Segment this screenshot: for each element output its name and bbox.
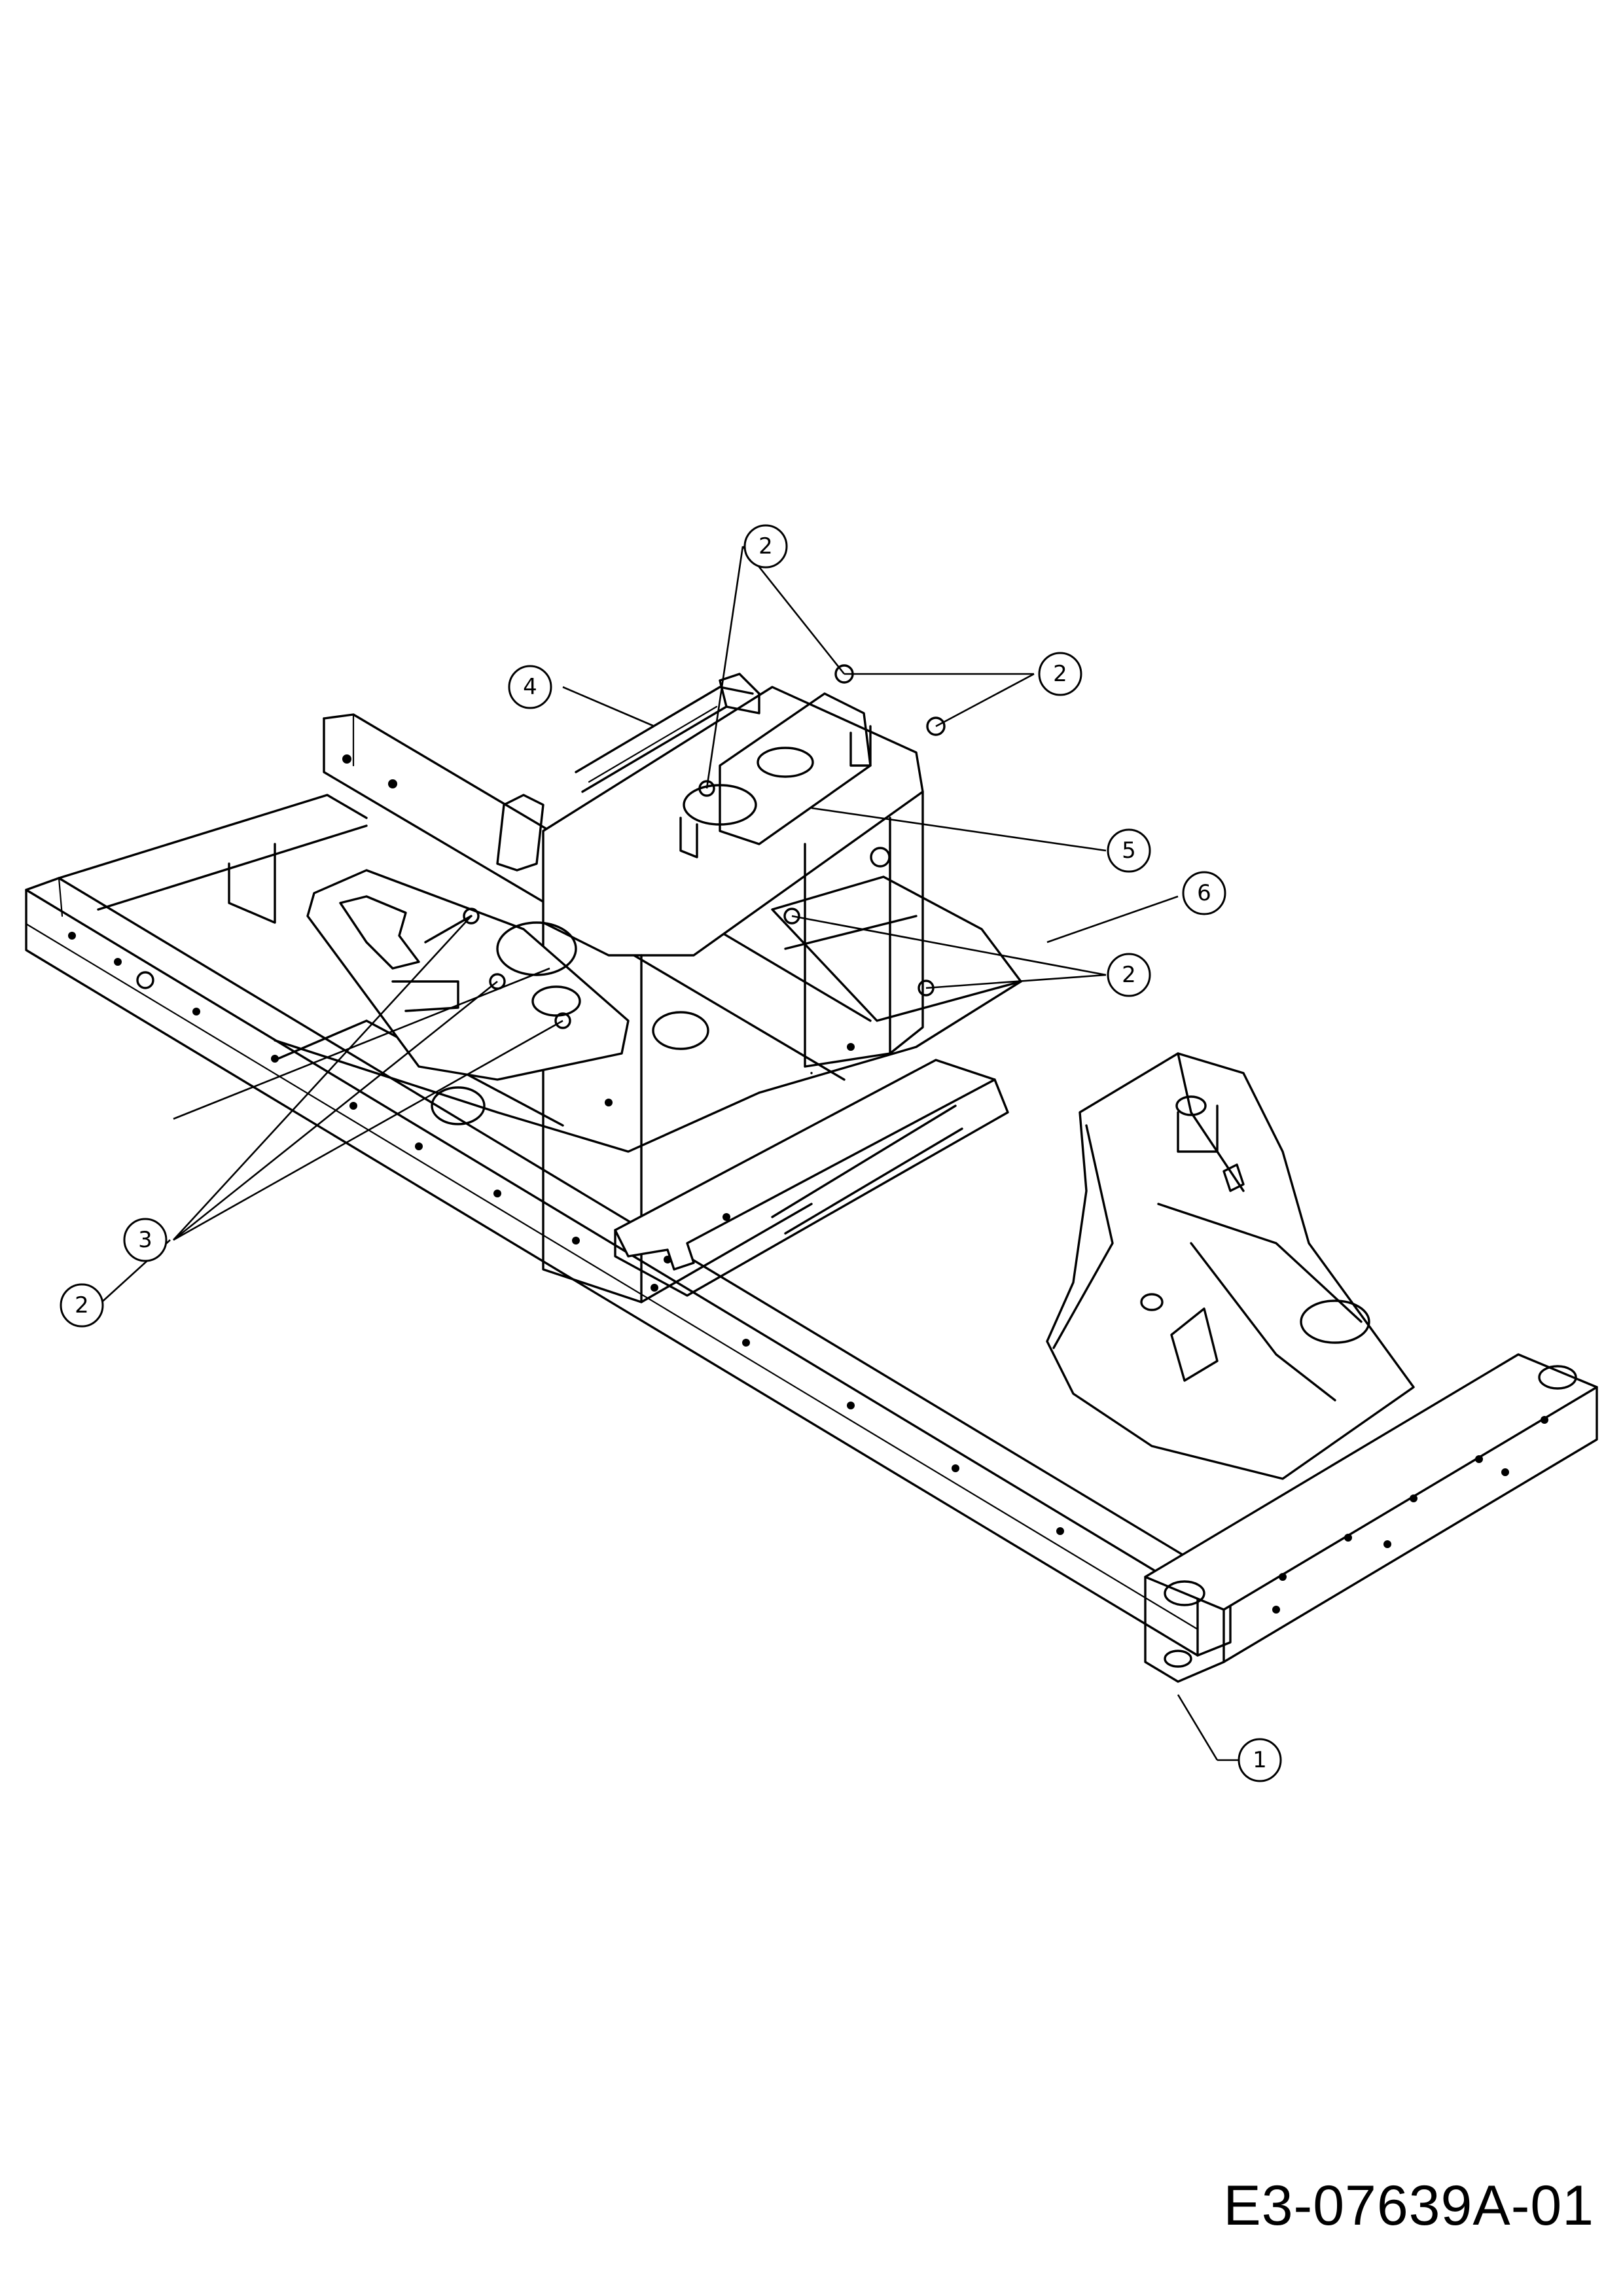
callout-5[interactable]: 5 <box>1107 828 1151 873</box>
callout-2-right-middle[interactable]: 2 <box>1107 953 1151 997</box>
svg-text:2: 2 <box>1122 962 1136 988</box>
leader-lines <box>98 546 1247 1761</box>
callout-3[interactable]: 3 <box>123 1218 168 1262</box>
front-axle-beam <box>1144 1353 1598 1683</box>
svg-text:3: 3 <box>138 1227 152 1253</box>
callout-2-top[interactable]: 2 <box>743 524 788 569</box>
callout-4[interactable]: 4 <box>508 665 552 709</box>
left-side-rail <box>25 877 1232 1657</box>
callout-2-right-top[interactable]: 2 <box>1038 652 1082 696</box>
svg-text:5: 5 <box>1122 838 1136 864</box>
svg-text:2: 2 <box>75 1292 89 1318</box>
svg-text:2: 2 <box>758 533 773 559</box>
front-tower <box>1046 1052 1415 1480</box>
crossmember <box>614 1059 1009 1297</box>
seat-support-tower <box>496 673 924 1303</box>
mounting-plate <box>306 869 630 1081</box>
drawing-code: E3-07639A-01 <box>1223 2174 1594 2237</box>
callout-2-left[interactable]: 2 <box>60 1283 104 1328</box>
callout-6[interactable]: 6 <box>1182 871 1226 915</box>
svg-text:6: 6 <box>1197 880 1211 906</box>
svg-text:1: 1 <box>1253 1747 1267 1773</box>
svg-text:4: 4 <box>523 674 537 700</box>
svg-text:2: 2 <box>1053 661 1067 687</box>
callout-1[interactable]: 1 <box>1238 1738 1282 1782</box>
